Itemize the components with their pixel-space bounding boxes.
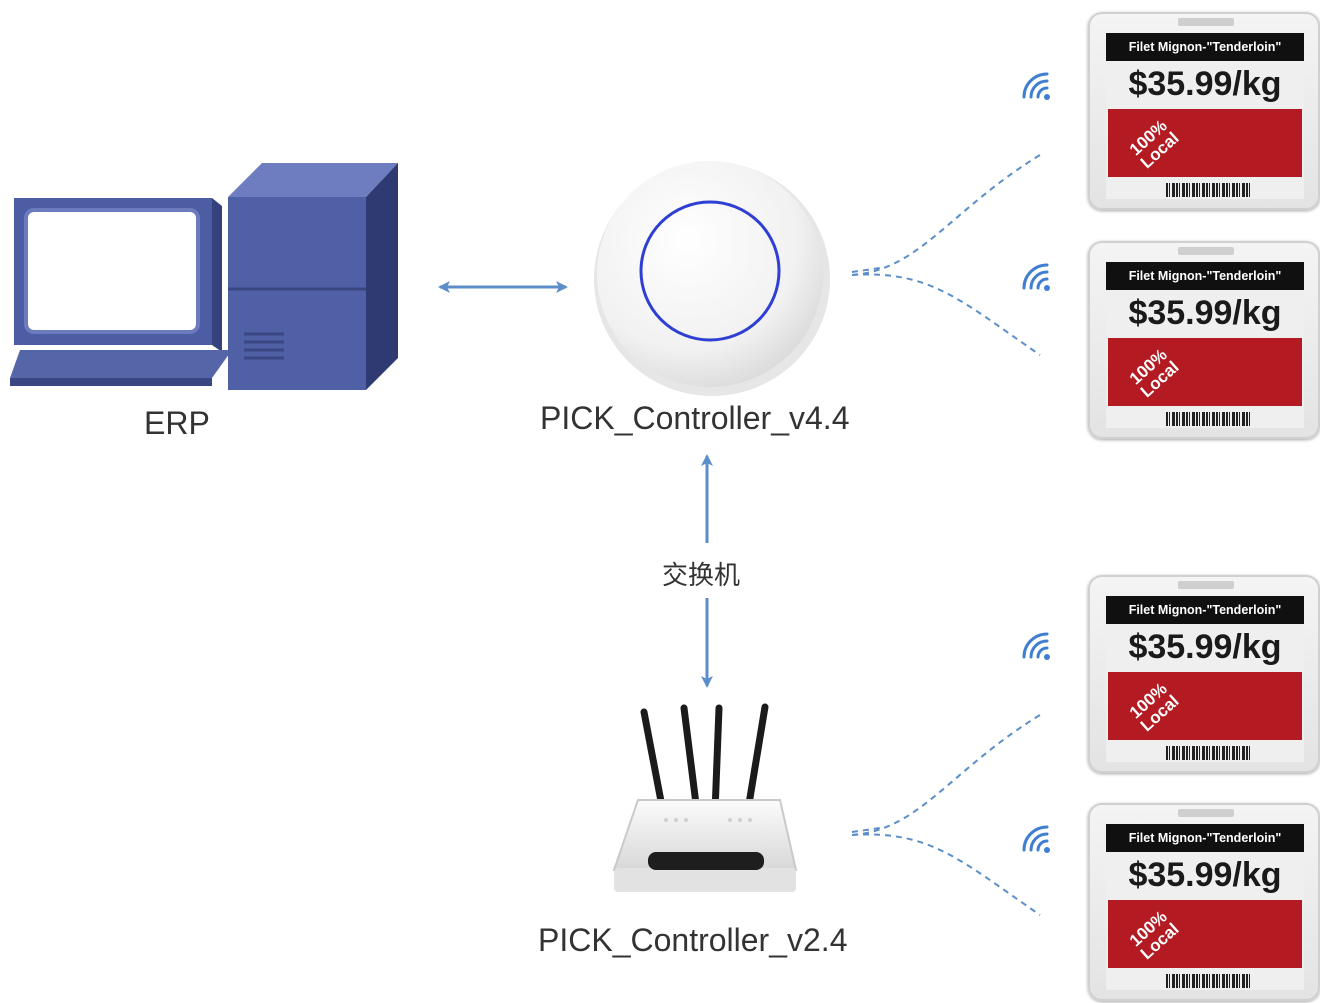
product-name: Filet Mignon-"Tenderloin"	[1106, 33, 1304, 61]
product-notes	[1212, 117, 1298, 177]
promo-banner: 100% Local	[1108, 900, 1302, 968]
radio-links-lower	[851, 714, 1041, 916]
barcode	[1166, 974, 1250, 988]
erp-label: ERP	[144, 405, 210, 441]
barcode	[1166, 183, 1250, 197]
product-notes	[1212, 680, 1298, 740]
price-tag: Filet Mignon-"Tenderloin" $35.99/kg 100%…	[1088, 12, 1320, 210]
product-name: Filet Mignon-"Tenderloin"	[1106, 262, 1304, 290]
local-badge: 100% Local	[1125, 907, 1183, 964]
product-price: $35.99/kg	[1128, 294, 1282, 332]
router-icon	[612, 703, 798, 892]
price-tag: Filet Mignon-"Tenderloin" $35.99/kg 100%…	[1088, 803, 1320, 1001]
computer-icon	[10, 163, 398, 390]
wifi-signal-icon	[1022, 632, 1050, 660]
barcode	[1166, 746, 1250, 760]
access-point-icon	[594, 161, 830, 396]
product-notes	[1212, 346, 1298, 406]
wifi-signal-icon	[1022, 263, 1050, 291]
product-price: $35.99/kg	[1128, 856, 1282, 894]
promo-banner: 100% Local	[1108, 109, 1302, 177]
wifi-signal-icon	[1022, 72, 1050, 100]
local-badge: 100% Local	[1125, 345, 1183, 402]
wifi-signal-icon	[1022, 825, 1050, 853]
price-tag: Filet Mignon-"Tenderloin" $35.99/kg 100%…	[1088, 241, 1320, 439]
local-badge: 100% Local	[1125, 679, 1183, 736]
product-notes	[1212, 908, 1298, 968]
radio-links-upper	[851, 154, 1041, 356]
controller-v44-label: PICK_Controller_v4.4	[540, 400, 850, 436]
controller-v24-label: PICK_Controller_v2.4	[538, 922, 848, 958]
promo-banner: 100% Local	[1108, 672, 1302, 740]
product-name: Filet Mignon-"Tenderloin"	[1106, 824, 1304, 852]
product-price: $35.99/kg	[1128, 628, 1282, 666]
product-price: $35.99/kg	[1128, 65, 1282, 103]
promo-banner: 100% Local	[1108, 338, 1302, 406]
barcode	[1166, 412, 1250, 426]
product-name: Filet Mignon-"Tenderloin"	[1106, 596, 1304, 624]
local-badge: 100% Local	[1125, 116, 1183, 173]
switch-label: 交换机	[658, 553, 745, 594]
price-tag: Filet Mignon-"Tenderloin" $35.99/kg 100%…	[1088, 575, 1320, 773]
